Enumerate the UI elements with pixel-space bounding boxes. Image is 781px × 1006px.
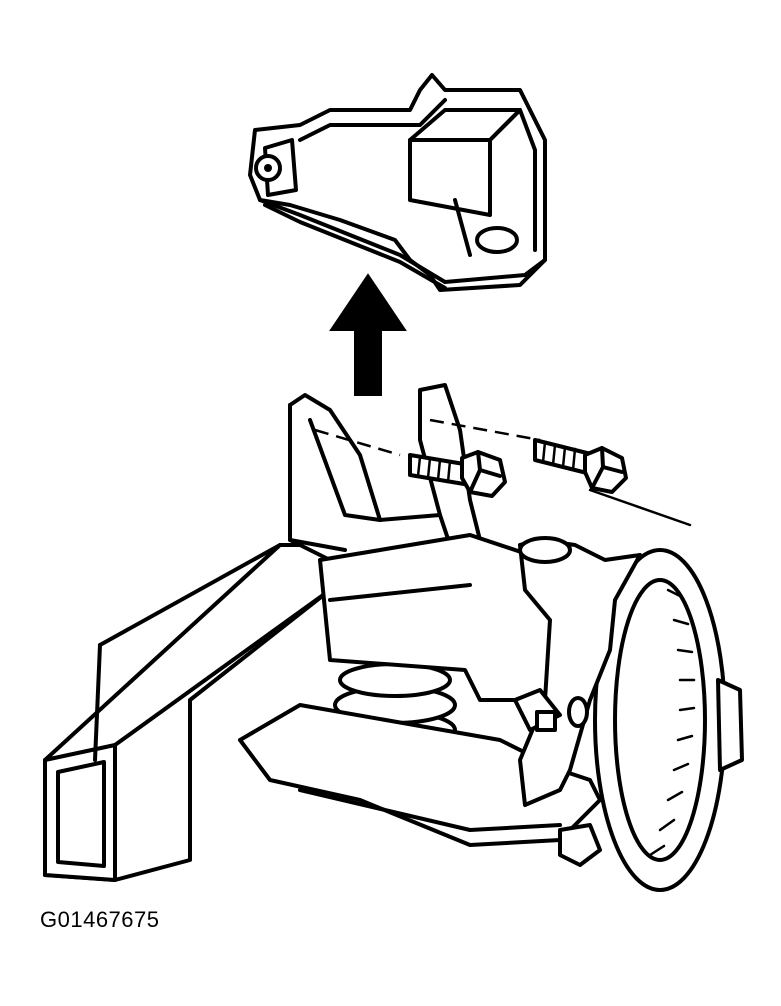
bolt-alignment-lines [314,418,692,527]
steering-knuckle-icon [513,536,642,867]
brake-rotor-icon [593,548,744,892]
mounting-bolt-icon [533,438,628,494]
lower-control-arm-icon [238,703,602,847]
upper-control-arm-icon [248,73,547,292]
frame-rail-icon [43,543,347,882]
removal-direction-arrow-icon [329,273,407,396]
figure-id-label: G01467675 [40,907,160,932]
mounting-bolt-icon [408,450,507,498]
